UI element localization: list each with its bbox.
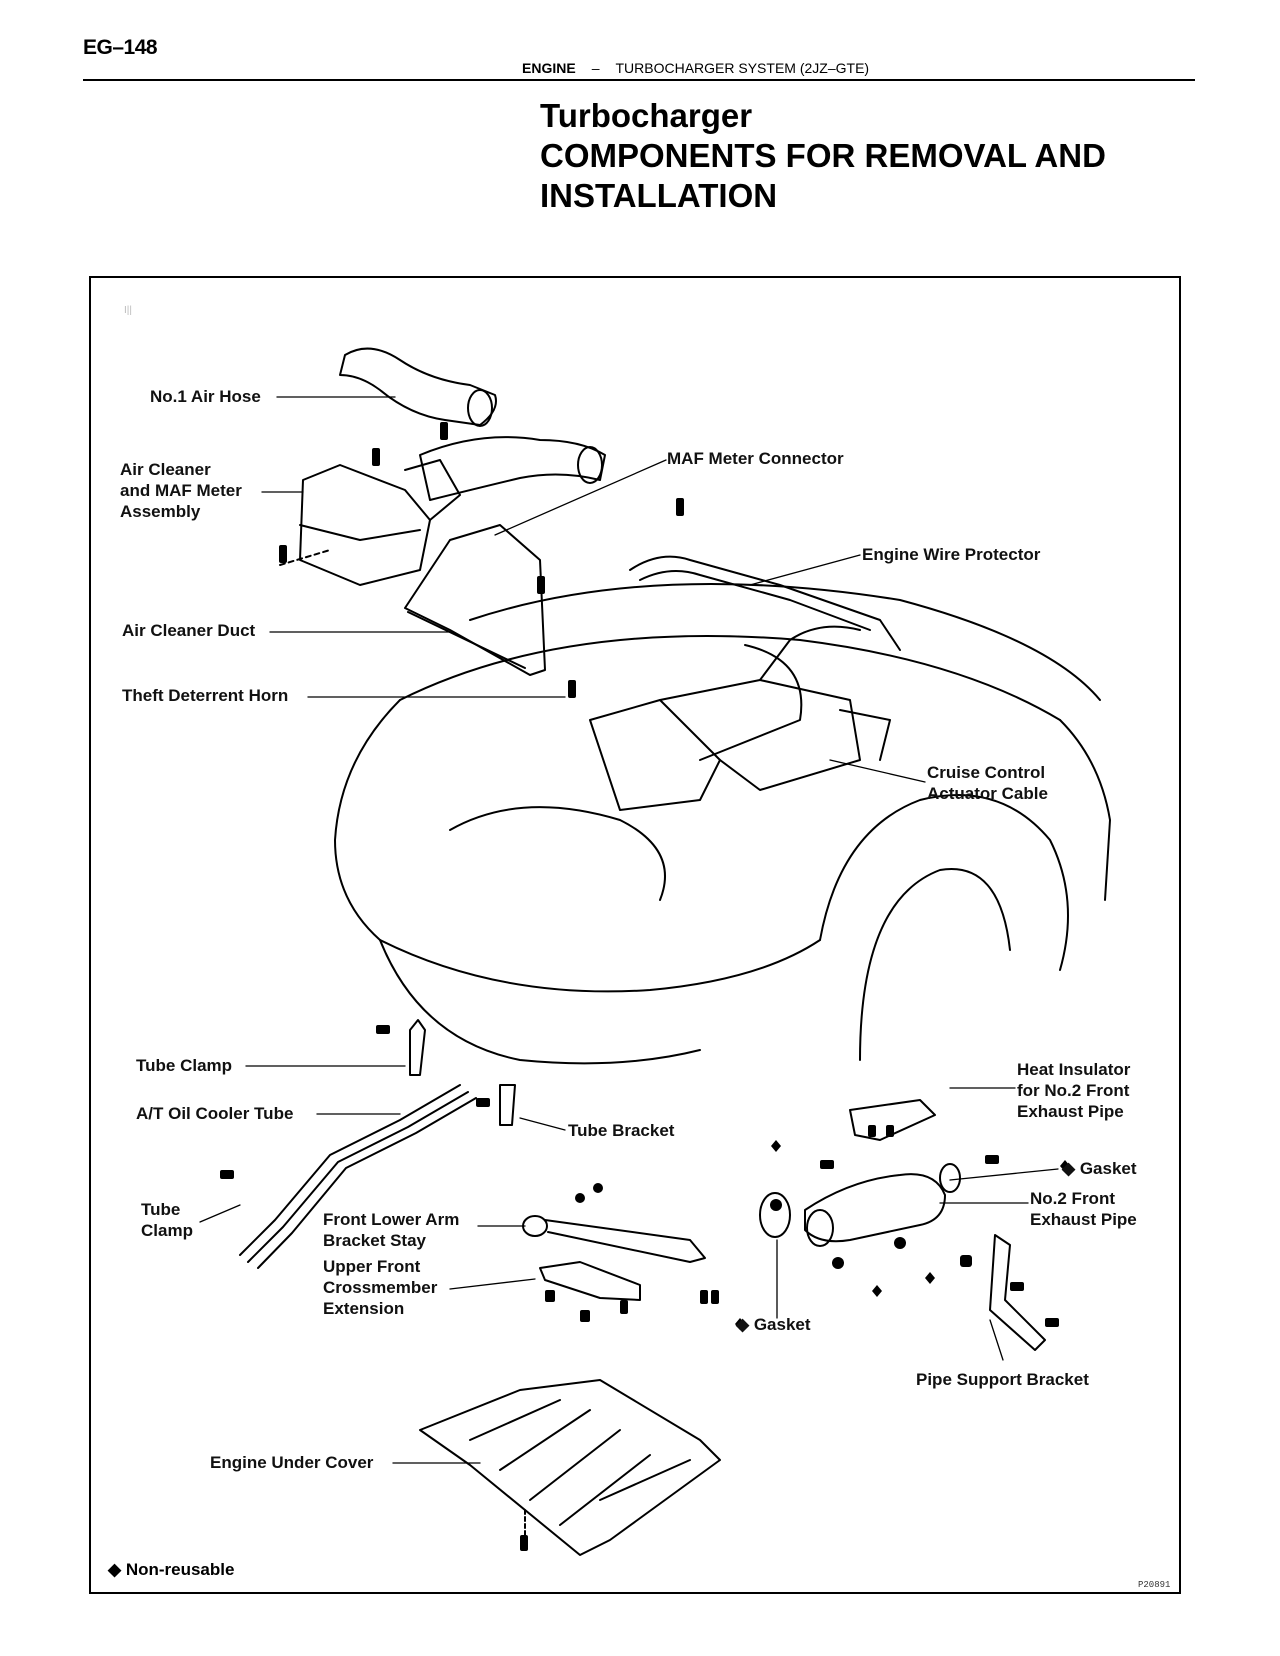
label-air-cleaner-l2: and MAF Meter: [120, 481, 242, 500]
leader-lines: [199, 396, 1059, 1464]
label-no2-front-l2: Exhaust Pipe: [1030, 1210, 1137, 1229]
section-name: ENGINE: [522, 60, 576, 76]
figure-frame: [89, 276, 1181, 1594]
air-hose-drawing: [339, 347, 606, 501]
title-line-1: Turbocharger: [540, 97, 753, 134]
label-heat-insulator-l1: Heat Insulator: [1017, 1060, 1131, 1079]
label-heat-insulator-l3: Exhaust Pipe: [1017, 1102, 1124, 1121]
lower-arm-stay-drawing: [522, 1215, 706, 1301]
label-air-cleaner-duct: Air Cleaner Duct: [122, 621, 256, 640]
label-theft-deterrent-horn: Theft Deterrent Horn: [122, 686, 289, 705]
label-air-cleaner-l3: Assembly: [120, 502, 201, 521]
legend-non-reusable: ◆ Non-reusable: [108, 1560, 234, 1580]
label-engine-wire-protector: Engine Wire Protector: [862, 545, 1041, 564]
label-cruise-l1: Cruise Control: [927, 763, 1046, 782]
label-cruise-l2: Actuator Cable: [927, 784, 1048, 803]
header-separator: –: [591, 60, 600, 76]
title-line-3: INSTALLATION: [540, 177, 778, 214]
label-tube-clamp-lower-l2: Clamp: [141, 1221, 193, 1240]
car-body-drawing: [334, 583, 1111, 1065]
engine-wire-protector-drawing: [629, 555, 901, 761]
label-no2-front-l1: No.2 Front: [1030, 1189, 1115, 1208]
label-no1-air-hose: No.1 Air Hose: [150, 387, 261, 406]
engine-under-cover-drawing: [419, 1379, 721, 1556]
label-upper-front-l2: Crossmember: [323, 1278, 438, 1297]
non-reusable-diamond-icon: ◆: [736, 1315, 750, 1334]
legend-text: Non-reusable: [125, 1560, 235, 1579]
label-engine-under-cover: Engine Under Cover: [210, 1453, 374, 1472]
figure-id: P20891: [1138, 1580, 1171, 1590]
label-upper-front-l1: Upper Front: [323, 1257, 421, 1276]
page-number: EG–148: [83, 36, 158, 59]
non-reusable-diamond-icon: ◆: [108, 1560, 122, 1579]
label-gasket-lower: ◆ Gasket: [736, 1315, 811, 1334]
header-rule: [83, 79, 1195, 81]
air-cleaner-drawing: [279, 459, 461, 586]
label-air-cleaner-l1: Air Cleaner: [120, 460, 211, 479]
page-title: Turbocharger COMPONENTS FOR REMOVAL AND …: [540, 96, 1106, 216]
label-gasket-right: ◆ Gasket: [1062, 1159, 1137, 1178]
label-tube-clamp-upper: Tube Clamp: [136, 1056, 233, 1075]
non-reusable-diamond-icon: ◆: [1062, 1159, 1076, 1178]
label-at-oil-cooler-tube: A/T Oil Cooler Tube: [136, 1104, 294, 1123]
label-tube-clamp-lower-l1: Tube: [141, 1200, 181, 1219]
oil-cooler-tube-drawing: [239, 1019, 516, 1269]
label-heat-insulator-l2: for No.2 Front: [1017, 1081, 1130, 1100]
label-maf-meter-connector: MAF Meter Connector: [667, 449, 844, 468]
running-header: ENGINE–TURBOCHARGER SYSTEM (2JZ–GTE): [522, 60, 869, 76]
air-cleaner-duct-drawing: [404, 524, 546, 676]
exhaust-pipe-drawing: [759, 1099, 1046, 1351]
label-pipe-support-bracket: Pipe Support Bracket: [916, 1370, 1089, 1389]
label-front-lower-arm-l1: Front Lower Arm: [323, 1210, 460, 1229]
label-tube-bracket: Tube Bracket: [568, 1121, 675, 1140]
scan-artifact: I||: [124, 305, 132, 316]
fasteners: [220, 422, 1070, 1551]
title-line-2: COMPONENTS FOR REMOVAL AND: [540, 137, 1106, 174]
label-front-lower-arm-l2: Bracket Stay: [323, 1231, 427, 1250]
subsection-name: TURBOCHARGER SYSTEM (2JZ–GTE): [615, 60, 870, 76]
label-upper-front-l3: Extension: [323, 1299, 405, 1318]
